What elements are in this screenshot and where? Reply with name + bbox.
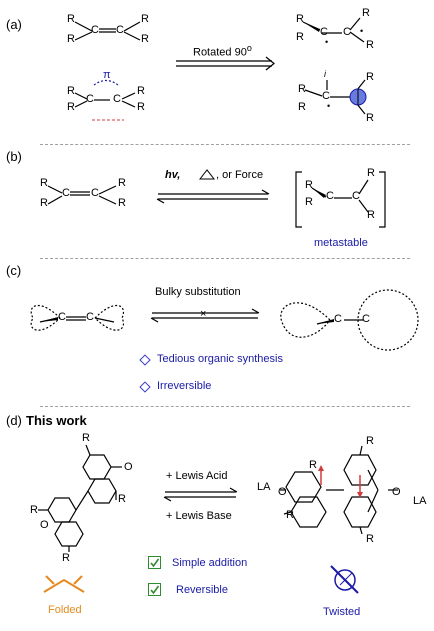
degree-sup: o [246, 43, 252, 53]
atom-r: R [286, 509, 294, 521]
lewis-acid-left: LA [257, 481, 271, 493]
atom-r: R [298, 101, 306, 113]
condition-rest: , or Force [216, 169, 264, 181]
atom-r: R [137, 85, 145, 97]
atom-c: C [362, 313, 370, 325]
check-mark-icon [150, 558, 160, 568]
atom-c: C [58, 311, 66, 323]
atom-c: C [116, 24, 124, 36]
twisted-label: Twisted [323, 606, 361, 618]
reversible-label: Reversible [176, 584, 228, 596]
checkbox-icon [148, 556, 161, 569]
lewis-base-label: + Lewis Base [166, 510, 232, 522]
atom-r: R [67, 13, 75, 25]
atom-r: R [67, 101, 75, 113]
separator-a-b [40, 144, 410, 145]
atom-r: R [367, 167, 375, 179]
atom-c: C [320, 26, 328, 38]
panel-c-label: (c) [6, 263, 22, 278]
pi-symbol: π [103, 69, 111, 81]
atom-c: C [62, 187, 70, 199]
atom-c: C [86, 93, 94, 105]
check-mark-icon [150, 585, 160, 595]
atom-r: R [40, 177, 48, 189]
atom-o: O [124, 461, 133, 473]
atom-r: R [118, 493, 126, 505]
atom-r: R [141, 13, 149, 25]
atom-c: C [343, 26, 351, 38]
atom-r: R [366, 112, 374, 124]
atom-r: R [367, 209, 375, 221]
lewis-acid-label: + Lewis Acid [166, 470, 228, 482]
atom-r: R [30, 504, 38, 516]
atom-r: R [366, 435, 374, 447]
folded-icon [43, 575, 85, 593]
separator-b-c [40, 258, 410, 259]
atom-c: C [352, 190, 360, 202]
panel-a-label: (a) [6, 17, 22, 32]
atom-r: R [67, 85, 75, 97]
atom-r: R [82, 432, 90, 444]
pi-curve [93, 79, 119, 86]
atom-r: R [296, 13, 304, 25]
atom-r: R [298, 83, 306, 95]
atom-c: C [113, 93, 121, 105]
folded-label: Folded [48, 604, 82, 616]
atom-c: C [91, 24, 99, 36]
atom-r: R [67, 33, 75, 45]
bullet-tedious: Tedious organic synthesis [157, 353, 283, 365]
atom-c: C [86, 311, 94, 323]
radical-dot: • [327, 101, 331, 111]
atom-r: R [118, 177, 126, 189]
atom-c: C [326, 190, 334, 202]
bullet-irreversible: Irreversible [157, 380, 212, 392]
atom-r: R [118, 197, 126, 209]
atom-r: R [137, 101, 145, 113]
panel-d-label: (d) [6, 413, 22, 428]
checkbox-icon [148, 583, 161, 596]
atom-r: R [296, 31, 304, 43]
atom-r: R [366, 533, 374, 545]
atom-r: R [366, 39, 374, 51]
metastable-label: metastable [314, 237, 368, 249]
atom-r: R [62, 552, 70, 564]
atom-r: R [305, 179, 313, 191]
atom-r: R [362, 7, 370, 19]
twisted-icon [330, 565, 359, 594]
panel-b-label: (b) [6, 149, 22, 164]
atom-r: R [309, 459, 317, 471]
atom-r: R [40, 197, 48, 209]
atom-c: C [322, 90, 330, 102]
this-work-title: This work [26, 413, 87, 428]
atom-r: R [305, 196, 313, 208]
delta-triangle [198, 169, 216, 180]
atom-r: R [366, 71, 374, 83]
cross-mark: × [200, 308, 207, 320]
separator-c-d [40, 406, 410, 407]
lewis-acid-right: LA [413, 495, 427, 507]
rotated-text: Rotated 90 [193, 46, 247, 59]
atom-c: C [334, 313, 342, 325]
bulky-arrow-label: Bulky substitution [155, 286, 241, 298]
atom-o: O [278, 486, 287, 498]
iota-mark: i [324, 69, 326, 79]
radical-dot: • [360, 26, 364, 36]
atom-r: R [141, 33, 149, 45]
atom-c: C [91, 187, 99, 199]
atom-o: O [40, 519, 49, 531]
hv-label: hv, [165, 169, 181, 181]
simple-addition-label: Simple addition [172, 557, 248, 569]
atom-o: O [392, 486, 401, 498]
radical-dot: • [325, 37, 329, 47]
rotated-arrow-label: Rotated 90o [193, 44, 252, 59]
